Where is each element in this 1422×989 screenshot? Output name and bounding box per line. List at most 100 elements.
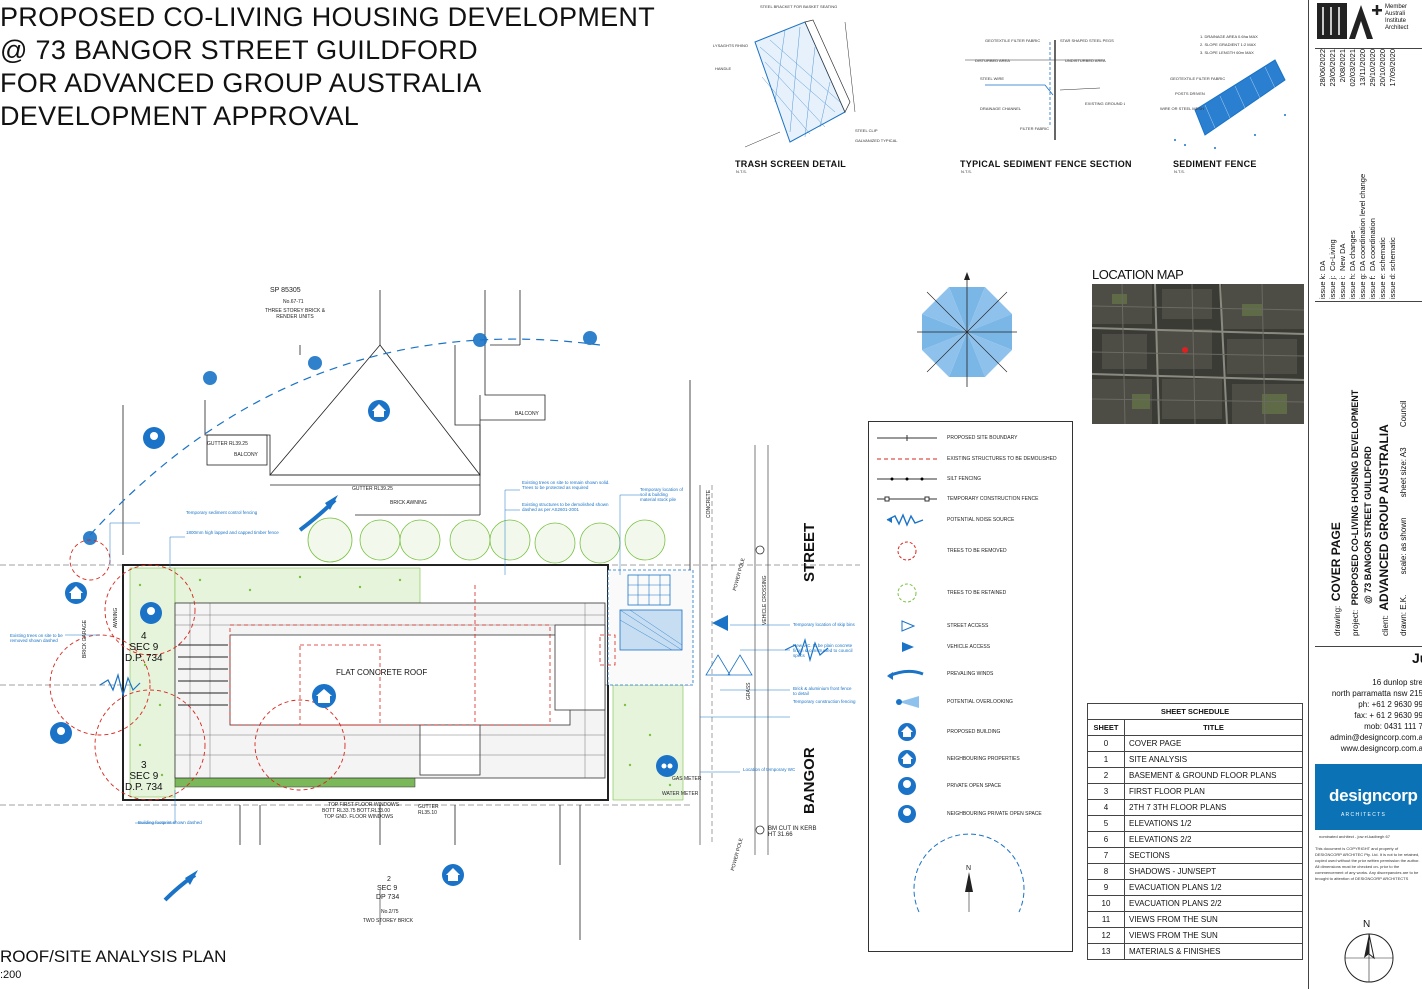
balcony-label-1: BALCONY [234, 452, 258, 458]
street-label-bottom: BANGOR [801, 747, 818, 814]
street-access-icon [901, 620, 916, 632]
svg-text:POSTS DRIVEN: POSTS DRIVEN [1175, 91, 1205, 96]
gutter-bottom-label: GUTTER RL35.10 [418, 804, 439, 816]
north-arrow-icon [1344, 933, 1394, 983]
note-demolished: Existing structures to be demolished sho… [522, 502, 609, 512]
lot-2-num: 2 [387, 876, 391, 883]
lot-3-label: 3 SEC 9 D.P. 734 [125, 760, 163, 793]
noise-source-icon [886, 513, 924, 527]
note-temp-fence: Temporary construction fencing [793, 699, 856, 704]
neighbour-space-icon [898, 805, 916, 823]
legend-row: NEIGHBOURING PRIVATE OPEN SPACE [877, 804, 1082, 824]
brick-awning-label: BRICK AWNING [390, 500, 427, 506]
mobile: mob: 0431 111 7 [1364, 722, 1422, 731]
proposed-building-icon [898, 723, 916, 741]
vehicle-access-icon [902, 642, 914, 652]
legend-row: VEHICLE ACCESS [877, 637, 1082, 657]
svg-text:N: N [966, 865, 971, 872]
vehicle-crossing-label: VEHICLE CROSSING [762, 575, 768, 625]
project-row-2: @ 73 BANGOR STREET GUILDFORD [1363, 446, 1373, 604]
sediment-fence-caption: SEDIMENT FENCE [1173, 159, 1257, 169]
trash-nts: N.T.S. [736, 169, 747, 174]
overlooking-icon [896, 696, 919, 708]
schedule-col-sheet: SHEET [1087, 719, 1125, 736]
nominated-architect: nominated architect - jow el-kadbegh 67 [1319, 834, 1390, 839]
sediment-fence-nts: N.T.S. [1174, 169, 1185, 174]
legend-row: TEMPORARY CONSTRUCTION FENCE [877, 489, 1082, 509]
legend-row: STREET ACCESS [877, 616, 1082, 636]
top-gnd-label: TOP GND. FLOOR WINDOWS [324, 814, 394, 820]
street-label-top: STREET [801, 522, 818, 582]
sp-address: No.67-71 [283, 299, 304, 305]
awning-label: AWNING [113, 607, 119, 628]
schedule-col-title: TITLE [1124, 719, 1303, 736]
svg-text:STEEL BRACKET FOR BASKET SEATI: STEEL BRACKET FOR BASKET SEATING [760, 4, 837, 9]
email-link[interactable]: admin@designcorp.com.a [1329, 733, 1422, 742]
legend-row: PROPOSED BUILDING [877, 722, 1082, 742]
note-stockpile: Temporary location of soil & building ma… [640, 487, 684, 502]
svg-text:GEOTEXTILE FILTER FABRIC: GEOTEXTILE FILTER FABRIC [985, 38, 1040, 43]
wind-rose-diagram [917, 272, 1017, 387]
sediment-section-caption: TYPICAL SEDIMENT FENCE SECTION [960, 159, 1132, 169]
schedule-title: SHEET SCHEDULE [1087, 703, 1303, 720]
designcorp-logo: designcorp A R C H I T E C T S [1315, 764, 1422, 830]
svg-text:FILTER FABRIC: FILTER FABRIC [1020, 126, 1049, 131]
member-text: Member Australi Institute Architect [1385, 4, 1409, 31]
note-temp-wc: Location of temporary WC [743, 767, 796, 772]
legend-row: PREVALING WINDS [877, 664, 1082, 684]
legend-row: PRIVATE OPEN SPACE [877, 776, 1082, 796]
heading-line-4: DEVELOPMENT APPROVAL [0, 101, 360, 131]
svg-text:DRAINAGE CHANNEL: DRAINAGE CHANNEL [980, 106, 1022, 111]
drawing-row: drawing: COVER PAGE [1329, 522, 1343, 636]
legend-panel: PROPOSED SITE BOUNDARY EXISTING STRUCTUR… [868, 421, 1073, 952]
top-first-label: TOP FIRST FLOOR WINDOWS [328, 802, 400, 808]
company-address: 16 dunlop stre north parramatta nsw 215 … [1330, 677, 1422, 754]
svg-text:WIRE OR STEEL MESH: WIRE OR STEEL MESH [1160, 106, 1204, 111]
concrete-label: CONCRETE [706, 489, 712, 518]
location-map-label: LOCATION MAP [1092, 267, 1184, 282]
sediment-section-nts: N.T.S. [961, 169, 972, 174]
sp-label: SP 85305 [270, 287, 301, 294]
location-map-image [1092, 284, 1304, 424]
svg-text:UNDISTURBED AREA: UNDISTURBED AREA [1065, 58, 1106, 63]
legend-row: NEIGHBOURING PROPERTIES [877, 749, 1082, 769]
note-trees-remain: Existing trees on site to remain shown s… [522, 480, 610, 490]
note-sediment: Temporary sediment control fencing [186, 510, 258, 515]
svg-text:LYSAGHTS RHINO: LYSAGHTS RHINO [713, 43, 748, 48]
phone: ph: +61 2 9630 99 [1358, 700, 1422, 709]
address-line-1: 16 dunlop stre [1372, 678, 1422, 687]
fax: fax: + 61 2 9630 99 [1354, 711, 1422, 720]
address-line-2: north parramatta nsw 215 [1331, 689, 1422, 698]
copyright-note: This document is COPYRIGHT and property … [1315, 846, 1420, 881]
svg-text:STEEL CLIP: STEEL CLIP [855, 128, 878, 133]
heading-line-1: PROPOSED CO-LIVING HOUSING DEVELOPMENT [0, 2, 656, 32]
boundary-line-icon [877, 435, 937, 441]
sediment-fence-section-drawing: GEOTEXTILE FILTER FABRIC STAR SHAPED STE… [965, 38, 1125, 140]
legend-row: TREES TO BE RETAINED [877, 583, 1082, 603]
svg-text:STAR SHAPED STEEL PEGS: STAR SHAPED STEEL PEGS [1060, 38, 1114, 43]
note-fence: 1800mm high lapped and capped timber fen… [186, 530, 279, 535]
svg-text:HANDLE: HANDLE [715, 66, 732, 71]
balcony-label-2: BALCONY [515, 411, 539, 417]
svg-text:EXISTING GROUND LEVEL: EXISTING GROUND LEVEL [1085, 101, 1125, 106]
silt-fence-icon [877, 477, 937, 481]
tree-removed-icon [897, 541, 917, 561]
legend-row: TREES TO BE REMOVED [877, 541, 1082, 561]
winds-icon [887, 669, 924, 680]
grass-label: GRASS [746, 682, 752, 700]
website-link[interactable]: www.designcorp.com.a [1340, 744, 1422, 753]
sediment-fence-drawing: 1. DRAINAGE AREA 0.6ha MAX 2. SLOPE GRAD… [1160, 34, 1286, 149]
note-vc: New V.C. to be plain concrete finish & c… [793, 643, 853, 658]
demolish-line-icon [877, 458, 937, 460]
heading-line-3: FOR ADVANCED GROUP AUSTRALIA [0, 68, 482, 98]
legend-row: POTENTIAL OVERLOOKING [877, 692, 1082, 712]
